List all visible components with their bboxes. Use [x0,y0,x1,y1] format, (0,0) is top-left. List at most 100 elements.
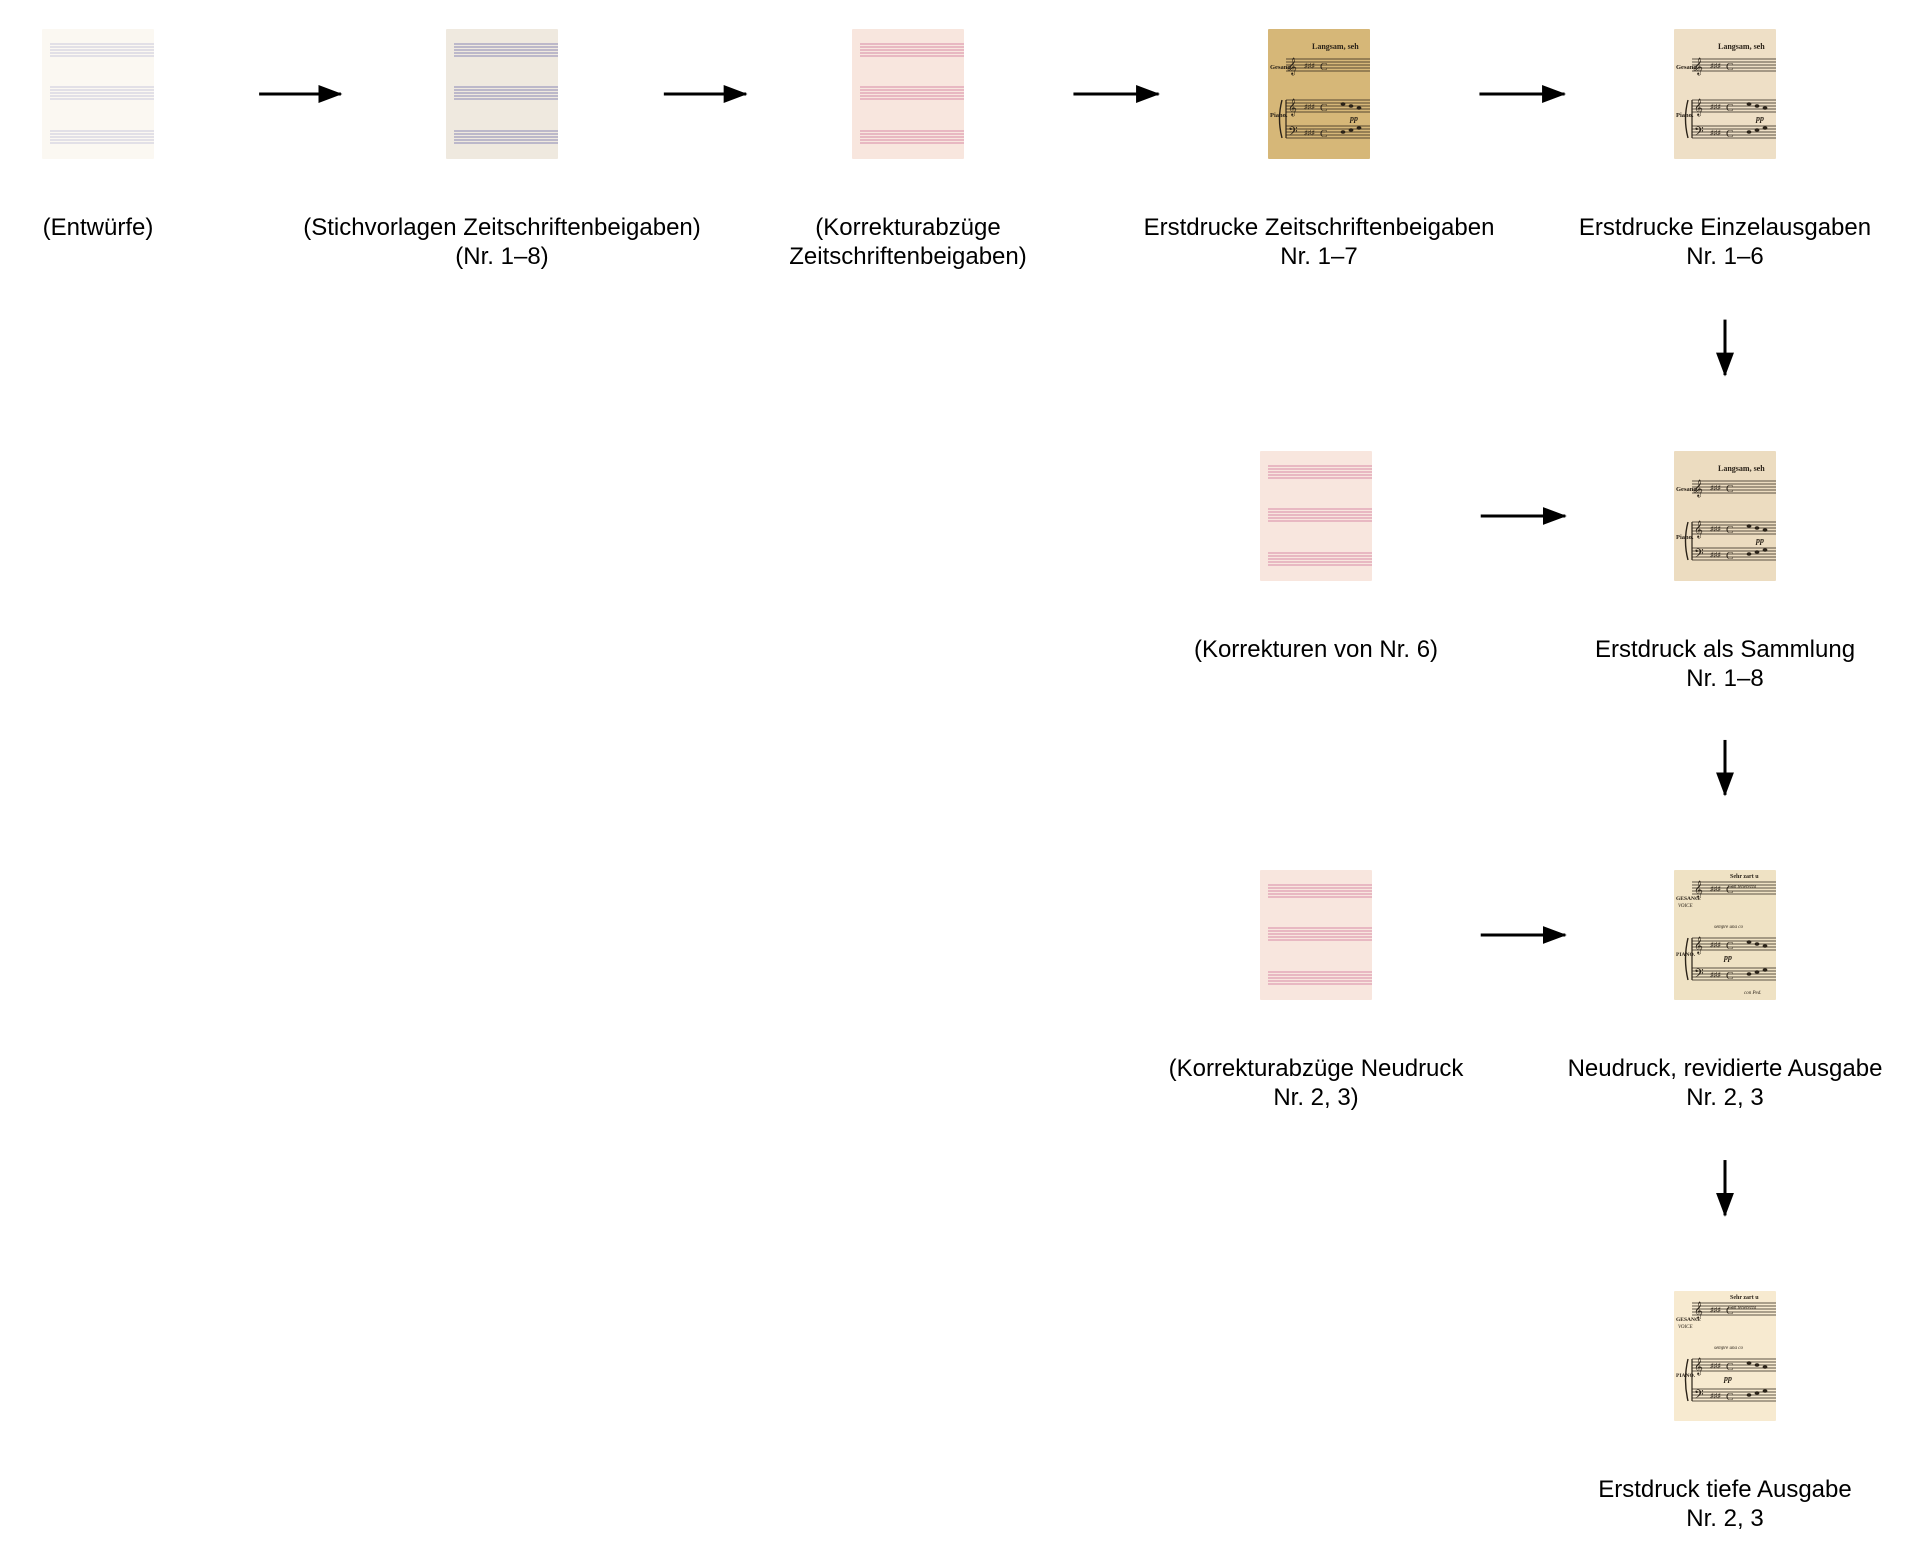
voice-label: Gesang. [1270,64,1293,71]
key-signature: ♯♯♯ [1710,103,1721,111]
label-line-2: Nr. 2, 3 [1686,1084,1764,1111]
node-label: Erstdrucke Einzelausgaben Nr. 1–6 [1579,213,1871,271]
key-signature: ♯♯♯ [1710,129,1721,137]
source-thumbnail [42,29,154,159]
paper-background [1674,1291,1776,1421]
piano-label: Piano. [1270,112,1288,119]
node-korrekturabzuege-neudruck: (Korrekturabzüge Neudruck Nr. 2, 3) [1106,870,1526,1112]
paper-background [1674,451,1776,581]
paper-background [1674,870,1776,1000]
bass-clef-icon: 𝄢 [1694,548,1704,564]
key-signature: ♯♯♯ [1304,62,1315,70]
label-line-1: (Entwürfe) [42,214,154,241]
node-label: Erstdruck tiefe Ausgabe Nr. 2, 3 [1598,1475,1851,1533]
time-signature: C [1726,483,1733,495]
pedal-marking: con Ped. [1744,991,1762,996]
time-signature: C [1726,524,1733,536]
note-head [1746,524,1752,528]
note-head [1340,102,1346,106]
time-signature: C [1726,1361,1733,1373]
expression-marking: sempre una co [1714,1346,1743,1351]
piano-label: Piano. [1676,112,1694,119]
voice-label: Gesang. [1676,64,1699,71]
bass-clef-icon: 𝄢 [1288,126,1298,142]
note-head [1746,552,1752,556]
note-head [1762,126,1768,130]
node-entwuerfe: (Entwürfe) [0,29,308,242]
note-head [1356,126,1362,130]
label-line-1: Erstdrucke Zeitschriftenbeigaben [1143,214,1495,241]
note-head [1746,1361,1752,1365]
bass-clef-icon: 𝄢 [1694,968,1704,984]
label-line-1: Neudruck, revidierte Ausgabe [1567,1055,1883,1082]
note-head [1754,128,1760,132]
key-signature: ♯♯♯ [1710,885,1721,893]
note-head [1754,970,1760,974]
time-signature: C [1320,102,1327,114]
key-signature: ♯♯♯ [1710,1392,1721,1400]
note-head [1762,1365,1768,1369]
label-line-1: (Korrekturabzüge Neudruck [1168,1055,1464,1082]
key-signature: ♯♯♯ [1710,62,1721,70]
tempo-marking-italian: Con tenerezza [1728,1306,1757,1311]
dynamic-marking: pp [1723,953,1732,962]
dynamic-marking: pp [1755,114,1764,123]
treble-clef-icon: 𝄞 [1694,1302,1703,1319]
note-head [1762,106,1768,110]
key-signature: ♯♯♯ [1304,103,1315,111]
note-head [1762,1389,1768,1393]
tempo-marking: Langsam, seh [1718,464,1765,473]
dynamic-marking: pp [1349,114,1358,123]
note-head [1356,106,1362,110]
expression-marking: sempre una co [1714,925,1743,930]
label-line-2: Nr. 1–8 [1686,665,1764,692]
source-thumbnail [852,29,964,159]
node-korrekturabzuege-zeitschrift: (Korrekturabzüge Zeitschriftenbeigaben) [698,29,1118,271]
label-line-1: (Stichvorlagen Zeitschriftenbeigaben) [303,214,701,241]
treble-clef-icon: 𝄞 [1694,58,1703,75]
node-stichvorlagen: (Stichvorlagen Zeitschriftenbeigaben) (N… [292,29,712,271]
label-line-1: (Korrekturen von Nr. 6) [1193,636,1439,663]
note-head [1762,528,1768,532]
note-head [1746,130,1752,134]
node-label: (Korrekturen von Nr. 6) [1194,635,1438,664]
note-head [1746,940,1752,944]
piano-brace [1684,937,1689,981]
label-line-2: Zeitschriftenbeigaben) [789,243,1027,270]
key-signature: ♯♯♯ [1710,484,1721,492]
label-line-1: Erstdruck tiefe Ausgabe [1598,1476,1852,1503]
piano-brace [1684,521,1689,561]
node-label: (Korrekturabzüge Zeitschriftenbeigaben) [789,213,1026,271]
time-signature: C [1726,61,1733,73]
key-signature: ♯♯♯ [1710,971,1721,979]
piano-label: PIANO. [1676,1373,1696,1379]
piano-brace [1278,99,1283,139]
note-head [1754,942,1760,946]
piano-brace [1684,1358,1689,1402]
treble-clef-icon: 𝄞 [1694,881,1703,898]
voice-label-english: VOICE [1678,904,1693,909]
note-head [1754,550,1760,554]
voice-label: GESANG. [1676,1317,1701,1323]
source-thumbnail [1260,451,1372,581]
node-label: (Stichvorlagen Zeitschriftenbeigaben) (N… [303,213,701,271]
tempo-marking: Langsam, seh [1312,42,1359,51]
source-thumbnail [446,29,558,159]
time-signature: C [1320,128,1327,140]
key-signature: ♯♯♯ [1710,1306,1721,1314]
piano-label: PIANO. [1676,952,1696,958]
note-head [1762,968,1768,972]
time-signature: C [1726,940,1733,952]
voice-label-english: VOICE [1678,1325,1693,1330]
note-head [1340,130,1346,134]
label-line-1: Erstdruck als Sammlung [1594,636,1856,663]
voice-label: GESANG. [1676,896,1701,902]
label-line-2: Nr. 2, 3 [1686,1505,1764,1532]
